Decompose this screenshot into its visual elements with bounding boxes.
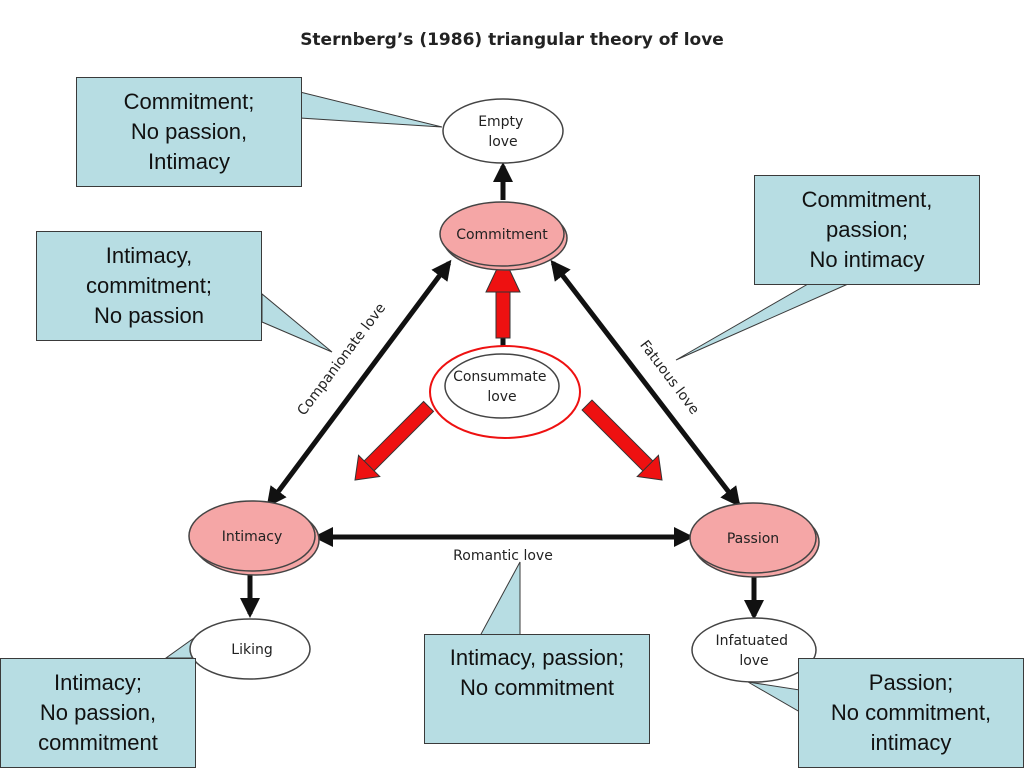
node-empty-label-line1: Empty xyxy=(478,114,523,130)
callout-pointer-infatuated xyxy=(747,681,801,713)
node-consummate-love: Consummate love xyxy=(429,345,581,439)
callout-fatuous-line1: Commitment, xyxy=(801,187,933,212)
node-infatuated-label: Infatuated love xyxy=(716,633,793,669)
callout-pointer-romantic xyxy=(479,561,521,637)
callout-companionate-love: Intimacy, commitment; No passion xyxy=(36,231,262,341)
node-consummate-label: Consummate love xyxy=(453,369,551,405)
callout-companionate-line2: commitment; xyxy=(86,273,212,298)
node-intimacy: Intimacy xyxy=(188,500,320,576)
node-empty-label: Empty love xyxy=(478,114,528,150)
callout-empty-love-line2: No passion, xyxy=(130,119,248,144)
node-infatuated-label-line1: Infatuated xyxy=(716,633,788,649)
callout-romantic-line2: No commitment xyxy=(459,675,615,700)
callout-companionate-line3: No passion xyxy=(93,303,205,328)
callout-pointer-empty-love xyxy=(299,91,443,128)
callout-romantic-love: Intimacy, passion; No commitment xyxy=(424,634,650,744)
node-infatuated-label-line2: love xyxy=(739,653,768,669)
diagram-title: Sternberg’s (1986) triangular theory of … xyxy=(300,30,724,50)
callout-romantic-line1: Intimacy, passion; xyxy=(449,645,625,670)
edge-label-romantic: Romantic love xyxy=(453,548,553,564)
node-consummate-label-line1: Consummate xyxy=(453,369,546,385)
callout-fatuous-love: Commitment, passion; No intimacy xyxy=(754,175,980,285)
callout-pointer-companionate xyxy=(261,292,333,353)
node-commitment-label: Commitment xyxy=(456,227,548,243)
fatuous-love-arrow xyxy=(550,259,741,508)
callout-liking-line1: Intimacy; xyxy=(53,670,143,695)
node-infatuated-love: Infatuated love xyxy=(691,617,817,683)
companionate-love-arrow xyxy=(266,259,452,508)
callout-fatuous-line3: No intimacy xyxy=(809,247,925,272)
callout-liking-line3: commitment xyxy=(38,730,158,755)
callout-empty-love-line3: Intimacy xyxy=(148,149,230,174)
node-commitment: Commitment xyxy=(439,201,568,271)
callout-empty-love-line1: Commitment; xyxy=(123,89,255,114)
node-empty-love: Empty love xyxy=(442,98,564,164)
callout-infatuated-line3: intimacy xyxy=(870,730,952,755)
node-intimacy-label: Intimacy xyxy=(222,529,283,545)
callout-infatuated-love: Passion; No commitment, intimacy xyxy=(798,658,1024,768)
callout-companionate-line1: Intimacy, xyxy=(105,243,193,268)
node-liking: Liking xyxy=(189,618,311,680)
node-consummate-label-line2: love xyxy=(487,389,516,405)
callout-liking-line2: No passion, xyxy=(39,700,157,725)
callout-infatuated-line1: Passion; xyxy=(868,670,954,695)
node-passion: Passion xyxy=(689,502,820,578)
callout-fatuous-line2: passion; xyxy=(826,217,908,242)
callout-infatuated-line2: No commitment, xyxy=(830,700,992,725)
node-liking-label: Liking xyxy=(231,642,272,658)
callout-empty-love: Commitment; No passion, Intimacy xyxy=(76,77,302,187)
callout-pointer-fatuous xyxy=(675,283,849,361)
red-arrow-to-intimacy xyxy=(354,400,435,481)
callout-liking: Intimacy; No passion, commitment xyxy=(0,658,196,768)
node-empty-label-line2: love xyxy=(488,134,517,150)
red-arrow-to-commitment xyxy=(485,254,521,339)
red-arrow-to-passion xyxy=(581,399,663,481)
edge-label-fatuous: Fatuous love xyxy=(636,338,702,418)
node-passion-label: Passion xyxy=(727,531,779,547)
